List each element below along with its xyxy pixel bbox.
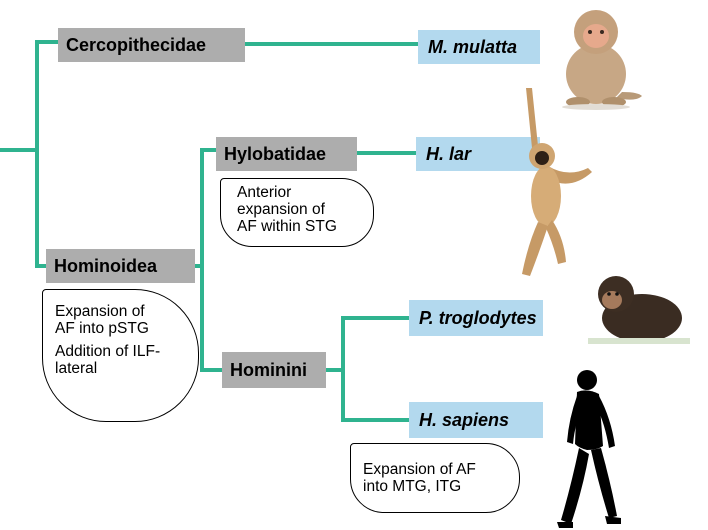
species-h-lar: H. lar bbox=[416, 137, 540, 171]
clade-hylobatidae: Hylobatidae bbox=[216, 137, 357, 171]
gibbon-icon bbox=[522, 88, 592, 276]
annotation-line: AF within STG bbox=[237, 218, 337, 235]
clade-hominini: Hominini bbox=[222, 352, 326, 388]
clade-cercopithecidae: Cercopithecidae bbox=[58, 28, 245, 62]
annotation-line: expansion of bbox=[237, 201, 325, 218]
annotation-line: Expansion of bbox=[55, 303, 145, 320]
annotation-line: lateral bbox=[55, 360, 98, 377]
human-silhouette-icon bbox=[557, 370, 621, 528]
annotation-hylobatidae: Anterior expansion of AF within STG bbox=[220, 178, 374, 247]
macaque-icon bbox=[562, 10, 642, 110]
clade-hominoidea: Hominoidea bbox=[46, 249, 195, 283]
species-p-troglodytes: P. troglodytes bbox=[409, 300, 543, 336]
annotation-hominoidea: Expansion of AF into pSTG Addition of IL… bbox=[42, 289, 199, 422]
annotation-line: Expansion of AF bbox=[363, 461, 476, 478]
annotation-line: Addition of ILF- bbox=[55, 343, 161, 360]
annotation-h-sapiens: Expansion of AF into MTG, ITG bbox=[350, 443, 520, 513]
species-m-mulatta: M. mulatta bbox=[418, 30, 540, 64]
chimpanzee-icon bbox=[588, 276, 690, 344]
annotation-line: into MTG, ITG bbox=[363, 478, 462, 495]
annotation-line: Anterior bbox=[237, 184, 292, 201]
annotation-line: AF into pSTG bbox=[55, 320, 149, 337]
species-h-sapiens: H. sapiens bbox=[409, 402, 543, 438]
